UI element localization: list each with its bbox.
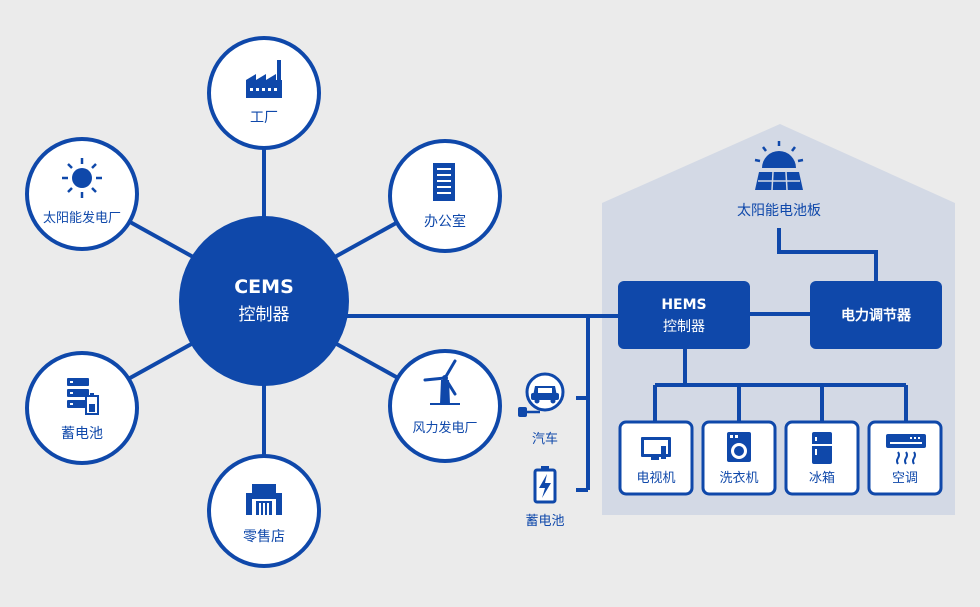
solar-panel-icon (754, 141, 804, 191)
building-icon (433, 163, 455, 201)
power-regulator-label: 电力调节器 (841, 307, 912, 324)
fridge-icon (812, 432, 832, 464)
storage-node: 蓄电池 (25, 351, 139, 465)
solar-panel-label: 太阳能电池板 (737, 203, 821, 219)
solar-panel-item: 太阳能电池板 (737, 141, 821, 219)
cems-controller: CEMS 控制器 (179, 216, 349, 386)
car-item: 汽车 (518, 372, 565, 447)
power-regulator: 电力调节器 (810, 281, 942, 349)
air-conditioner-icon (886, 434, 926, 465)
appliance-washer: 洗衣机 (701, 420, 777, 496)
hems-title: HEMS (661, 297, 706, 313)
cems-subtitle: 控制器 (239, 305, 290, 325)
hems-controller: HEMS 控制器 (618, 281, 750, 349)
wind-turbine-icon (423, 359, 460, 405)
solar-plant-node: 太阳能发电厂 (25, 137, 139, 251)
store-icon (246, 484, 282, 515)
factory-node: 工厂 (207, 36, 321, 150)
wind-plant-label: 风力发电厂 (412, 420, 477, 436)
hems-subtitle: 控制器 (663, 319, 705, 335)
car-label: 汽车 (532, 431, 558, 447)
tv-icon (641, 437, 671, 460)
solar-plant-label: 太阳能发电厂 (43, 210, 121, 226)
side-battery-item: 蓄电池 (525, 466, 565, 529)
home-area (602, 124, 955, 515)
wind-plant-node: 风力发电厂 (388, 349, 502, 463)
retail-node: 零售店 (207, 454, 321, 568)
battery-storage-icon (67, 378, 99, 415)
appliance-tv: 电视机 (618, 420, 694, 496)
office-node: 办公室 (388, 139, 502, 253)
appliance-label: 空调 (892, 471, 918, 486)
storage-label: 蓄电池 (61, 426, 103, 442)
appliance-fridge: 冰箱 (784, 420, 860, 496)
cems-title: CEMS (234, 276, 294, 298)
appliance-label: 冰箱 (809, 470, 835, 486)
factory-label: 工厂 (250, 110, 278, 126)
battery-icon (533, 466, 557, 504)
retail-label: 零售店 (243, 529, 285, 545)
appliance-label: 电视机 (636, 471, 675, 486)
factory-icon (246, 60, 282, 98)
electric-car-icon (518, 386, 559, 417)
office-label: 办公室 (424, 213, 466, 230)
side-battery-label: 蓄电池 (525, 514, 564, 529)
appliance-label: 洗衣机 (719, 470, 758, 486)
connector-lines (129, 148, 908, 492)
washing-machine-icon (727, 432, 751, 462)
sun-icon (62, 158, 102, 198)
appliance-ac: 空调 (867, 420, 943, 496)
